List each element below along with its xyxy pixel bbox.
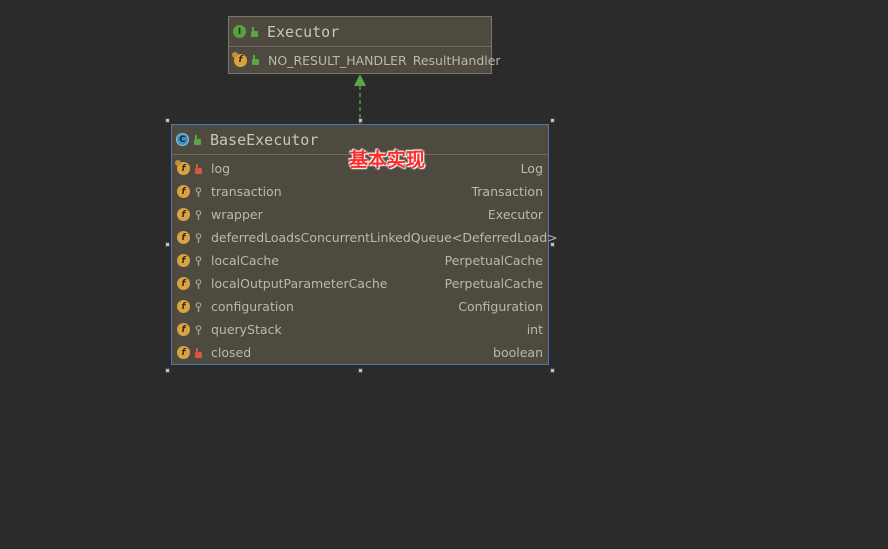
field-row[interactable]: f localOutputParameterCache PerpetualCache <box>172 272 548 295</box>
field-icon: f <box>177 277 190 290</box>
field-type: int <box>526 322 543 337</box>
interface-icon: I <box>233 25 246 38</box>
protected-visibility-icon <box>194 278 203 289</box>
field-icon: f <box>177 254 190 267</box>
base-executor-header: C BaseExecutor <box>172 125 548 155</box>
field-row[interactable]: f wrapper Executor <box>172 203 548 226</box>
selection-handle[interactable] <box>550 368 555 373</box>
base-executor-node[interactable]: C BaseExecutor f log Log f transaction Transa… <box>171 124 558 365</box>
selection-handle[interactable] <box>165 368 170 373</box>
field-name: configuration <box>211 299 294 314</box>
executor-header: I Executor <box>229 17 491 47</box>
field-name: localCache <box>211 253 279 268</box>
field-type: ResultHandler <box>412 52 501 68</box>
public-lock-icon <box>251 55 260 65</box>
field-icon: f <box>177 185 190 198</box>
field-type: Transaction <box>471 184 543 199</box>
protected-visibility-icon <box>194 186 203 197</box>
field-type: PerpetualCache <box>444 276 543 291</box>
field-type: Executor <box>487 207 543 222</box>
static-field-icon: f <box>232 51 247 67</box>
executor-title: Executor <box>267 22 340 41</box>
implements-arrow <box>354 74 366 124</box>
field-name: transaction <box>211 184 282 199</box>
field-type: boolean <box>493 345 543 360</box>
selection-handle[interactable] <box>358 368 363 373</box>
selection-handle[interactable] <box>550 242 555 247</box>
executor-node[interactable]: I Executor f NO_RESULT_HANDLER ResultHan… <box>228 16 501 74</box>
field-icon: f <box>177 323 190 336</box>
field-name: queryStack <box>211 322 282 337</box>
field-row[interactable]: f closed boolean <box>172 341 548 364</box>
field-list: f log Log f transaction Transaction f wrapper Ex… <box>172 155 558 364</box>
protected-visibility-icon <box>194 324 203 335</box>
selection-handle[interactable] <box>165 118 170 123</box>
field-type: PerpetualCache <box>444 253 543 268</box>
field-icon: f <box>177 231 190 244</box>
field-row[interactable]: f queryStack int <box>172 318 548 341</box>
field-name: log <box>211 161 231 176</box>
selection-handle[interactable] <box>165 242 170 247</box>
protected-visibility-icon <box>194 209 203 220</box>
protected-visibility-icon <box>194 232 203 243</box>
field-row[interactable]: f configuration Configuration <box>172 295 548 318</box>
field-type: ConcurrentLinkedQueue<DeferredLoad> <box>300 230 558 245</box>
annotation-label: 基本实现 <box>349 149 426 171</box>
field-icon: f <box>177 346 190 359</box>
protected-visibility-icon <box>194 301 203 312</box>
field-row[interactable]: f transaction Transaction <box>172 180 548 203</box>
field-icon: f <box>177 300 190 313</box>
field-name: wrapper <box>211 207 263 222</box>
static-field-icon: f <box>175 160 190 175</box>
public-lock-icon <box>250 26 259 37</box>
public-lock-icon <box>193 134 202 145</box>
protected-visibility-icon <box>194 255 203 266</box>
field-name: closed <box>211 345 252 360</box>
field-row[interactable]: f localCache PerpetualCache <box>172 249 548 272</box>
selection-handle[interactable] <box>550 118 555 123</box>
field-row[interactable]: f log Log <box>172 157 548 180</box>
field-name: NO_RESULT_HANDLER <box>268 52 407 68</box>
field-type: Configuration <box>458 299 543 314</box>
executor-field-row[interactable]: f NO_RESULT_HANDLER ResultHandler <box>229 47 501 73</box>
private-visibility-icon <box>194 347 203 358</box>
field-name: deferredLoads <box>211 230 301 245</box>
private-visibility-icon <box>194 163 203 174</box>
field-type: Log <box>520 161 543 176</box>
selection-handle[interactable] <box>358 118 363 123</box>
abstract-class-icon: C <box>176 133 189 146</box>
field-icon: f <box>177 208 190 221</box>
base-executor-title: BaseExecutor <box>210 130 319 149</box>
field-name: localOutputParameterCache <box>211 276 388 291</box>
